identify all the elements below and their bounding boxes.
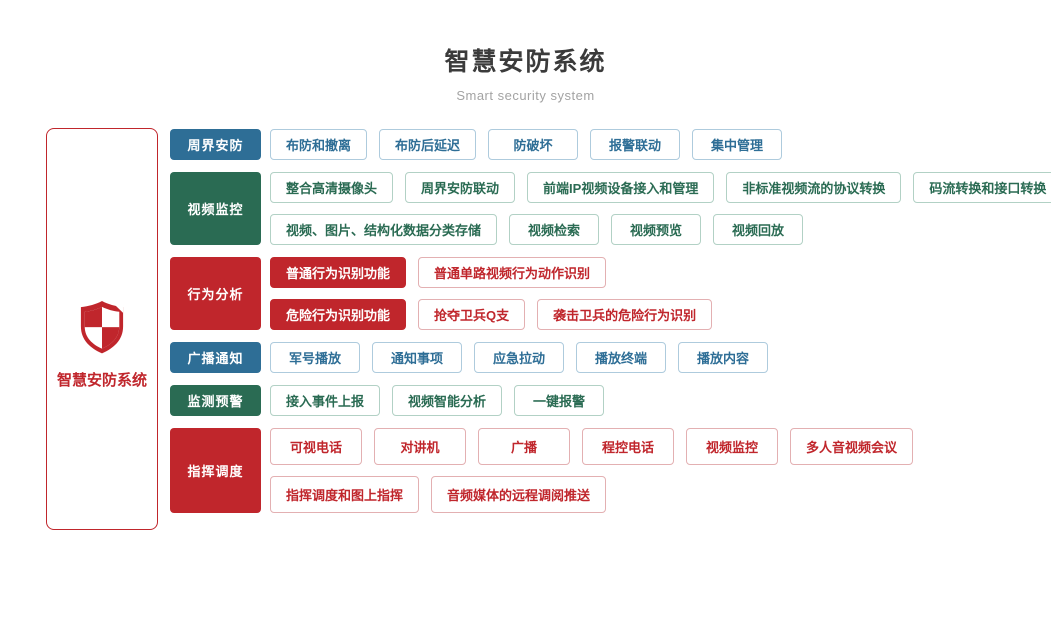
feature-row: 视频监控整合高清摄像头周界安防联动前端IP视频设备接入和管理非标准视频流的协议转… — [170, 172, 1051, 245]
feature-row: 行为分析普通行为识别功能普通单路视频行为动作识别危险行为识别功能抢夺卫兵Q支袭击… — [170, 257, 1000, 330]
shield-icon — [80, 300, 124, 353]
feature-box: 视频智能分析 — [392, 385, 503, 416]
feature-box: 非标准视频流的协议转换 — [726, 172, 902, 203]
feature-line: 危险行为识别功能抢夺卫兵Q支袭击卫兵的危险行为识别 — [270, 299, 713, 330]
category-label: 指挥调度 — [170, 428, 261, 513]
feature-box: 播放终端 — [576, 342, 666, 373]
feature-box: 视频监控 — [686, 428, 778, 465]
feature-row: 广播通知军号播放通知事项应急拉动播放终端播放内容 — [170, 342, 1000, 373]
feature-row: 周界安防布防和撤离布防后延迟防破坏报警联动集中管理 — [170, 129, 1000, 160]
feature-line: 可视电话对讲机广播程控电话视频监控多人音视频会议 — [270, 428, 914, 465]
category-feature-lines: 整合高清摄像头周界安防联动前端IP视频设备接入和管理非标准视频流的协议转换码流转… — [270, 172, 1051, 245]
feature-rows: 周界安防布防和撤离布防后延迟防破坏报警联动集中管理视频监控整合高清摄像头周界安防… — [170, 129, 1051, 513]
feature-box: 视频检索 — [509, 214, 600, 245]
feature-box: 布防后延迟 — [379, 129, 477, 160]
feature-line: 普通行为识别功能普通单路视频行为动作识别 — [270, 257, 712, 288]
feature-box: 视频、图片、结构化数据分类存储 — [270, 214, 498, 245]
feature-box: 整合高清摄像头 — [270, 172, 394, 203]
feature-box: 普通单路视频行为动作识别 — [418, 257, 607, 288]
feature-line: 接入事件上报视频智能分析一键报警 — [270, 385, 605, 416]
page-header: 智慧安防系统 Smart security system — [0, 42, 1051, 103]
feature-box: 袭击卫兵的危险行为识别 — [537, 299, 713, 330]
feature-box: 防破坏 — [488, 129, 579, 160]
feature-box: 应急拉动 — [474, 342, 564, 373]
feature-box: 周界安防联动 — [405, 172, 516, 203]
feature-line: 整合高清摄像头周界安防联动前端IP视频设备接入和管理非标准视频流的协议转换码流转… — [270, 172, 1051, 203]
feature-box: 危险行为识别功能 — [270, 299, 407, 330]
feature-box: 对讲机 — [374, 428, 466, 465]
feature-line: 军号播放通知事项应急拉动播放终端播放内容 — [270, 342, 768, 373]
feature-box: 军号播放 — [270, 342, 360, 373]
feature-box: 播放内容 — [678, 342, 768, 373]
feature-box: 接入事件上报 — [270, 385, 381, 416]
feature-row: 指挥调度可视电话对讲机广播程控电话视频监控多人音视频会议指挥调度和图上指挥音频媒… — [170, 428, 1000, 513]
feature-box: 布防和撤离 — [270, 129, 368, 160]
feature-line: 指挥调度和图上指挥音频媒体的远程调阅推送 — [270, 476, 913, 513]
feature-box: 前端IP视频设备接入和管理 — [527, 172, 715, 203]
category-feature-lines: 布防和撤离布防后延迟防破坏报警联动集中管理 — [270, 129, 783, 160]
feature-line: 布防和撤离布防后延迟防破坏报警联动集中管理 — [270, 129, 783, 160]
feature-box: 程控电话 — [582, 428, 674, 465]
feature-box: 通知事项 — [372, 342, 462, 373]
feature-box: 音频媒体的远程调阅推送 — [431, 476, 607, 513]
page-title: 智慧安防系统 — [444, 48, 607, 76]
feature-box: 普通行为识别功能 — [270, 257, 407, 288]
feature-box: 集中管理 — [692, 129, 783, 160]
system-root-node: 智慧安防系统 — [46, 128, 158, 530]
category-label: 监测预警 — [170, 385, 261, 416]
feature-line: 视频、图片、结构化数据分类存储视频检索视频预览视频回放 — [270, 214, 1051, 245]
feature-box: 指挥调度和图上指挥 — [270, 476, 420, 513]
category-feature-lines: 军号播放通知事项应急拉动播放终端播放内容 — [270, 342, 768, 373]
category-label: 行为分析 — [170, 257, 261, 330]
feature-box: 视频预览 — [611, 214, 702, 245]
feature-box: 多人音视频会议 — [790, 428, 914, 465]
feature-box: 抢夺卫兵Q支 — [418, 299, 526, 330]
category-label: 广播通知 — [170, 342, 261, 373]
system-root-label: 智慧安防系统 — [56, 371, 147, 389]
page-subtitle: Smart security system — [456, 88, 595, 103]
category-feature-lines: 接入事件上报视频智能分析一键报警 — [270, 385, 605, 416]
feature-box: 码流转换和接口转换 — [913, 172, 1051, 203]
feature-row: 监测预警接入事件上报视频智能分析一键报警 — [170, 385, 1000, 416]
category-feature-lines: 普通行为识别功能普通单路视频行为动作识别危险行为识别功能抢夺卫兵Q支袭击卫兵的危… — [270, 257, 713, 330]
feature-box: 报警联动 — [590, 129, 681, 160]
feature-box: 可视电话 — [270, 428, 362, 465]
category-feature-lines: 可视电话对讲机广播程控电话视频监控多人音视频会议指挥调度和图上指挥音频媒体的远程… — [270, 428, 914, 513]
feature-box: 视频回放 — [713, 214, 804, 245]
feature-box: 广播 — [478, 428, 570, 465]
feature-box: 一键报警 — [514, 385, 605, 416]
category-label: 视频监控 — [170, 172, 261, 245]
category-label: 周界安防 — [170, 129, 261, 160]
